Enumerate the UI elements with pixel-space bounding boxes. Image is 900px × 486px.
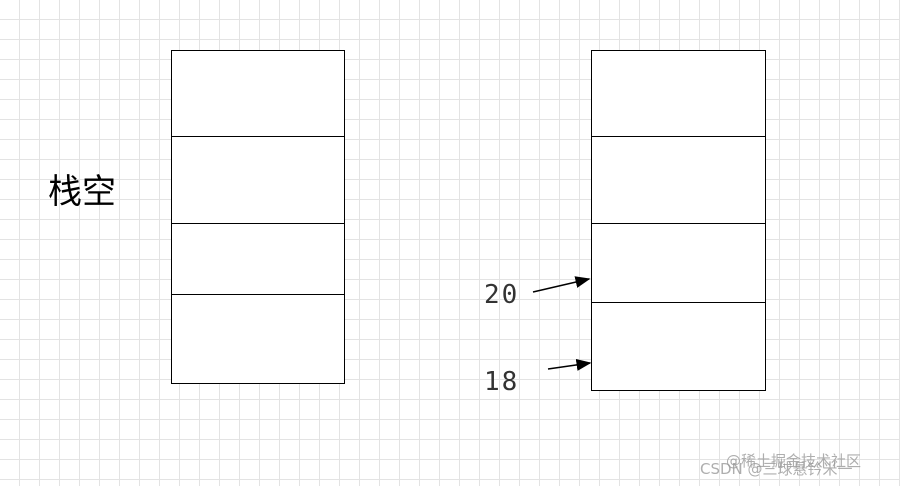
watermark-juejin: @稀土掘金技术社区 [726, 452, 862, 470]
empty-stack-label: 栈空 [48, 172, 116, 212]
left-stack-cell-4 [171, 294, 345, 384]
left-stack-cell-3 [171, 223, 345, 296]
right-stack-cell-4 [591, 302, 766, 391]
right-stack-cell-1 [591, 50, 766, 138]
watermark-csdn: CSDN @三球悬钤米一 [700, 460, 853, 478]
value-label-18: 18 [484, 367, 520, 397]
left-stack-cell-1 [171, 50, 345, 138]
right-stack [591, 50, 766, 391]
right-stack-cell-3 [591, 223, 766, 304]
right-stack-cell-2 [591, 136, 766, 225]
left-stack [171, 50, 345, 384]
value-label-20: 20 [484, 280, 520, 310]
arrow-to-18 [547, 358, 592, 371]
arrow-to-20 [532, 276, 591, 293]
